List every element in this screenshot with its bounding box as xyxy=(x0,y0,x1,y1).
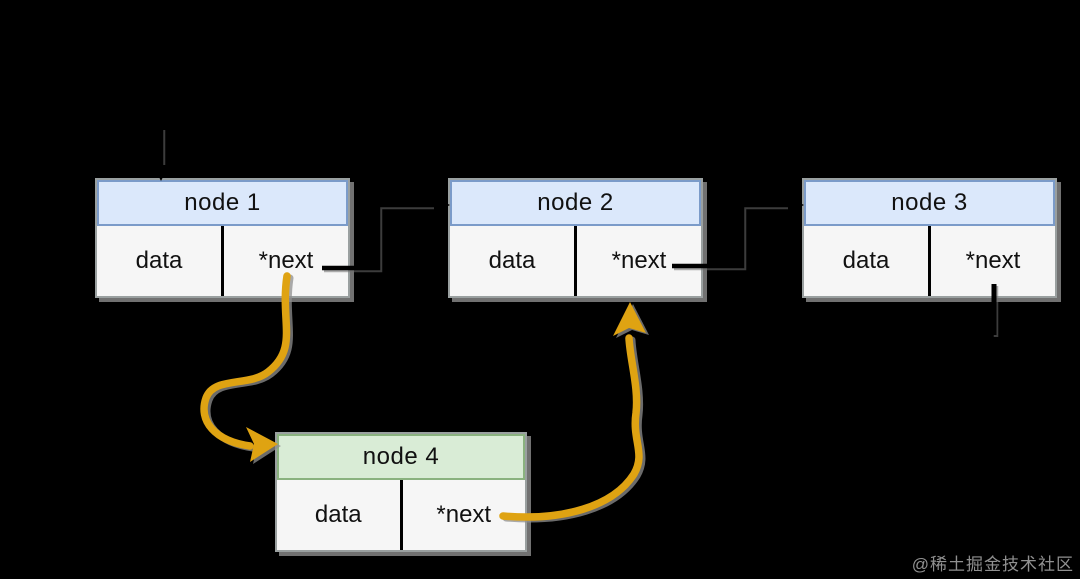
watermark: @稀土掘金技术社区 xyxy=(911,555,1074,574)
head-to-node1-arrow xyxy=(153,128,169,181)
node-2-next-cell: *next xyxy=(574,226,701,296)
node-4-header: node 4 xyxy=(277,434,525,480)
node-2-body: data *next xyxy=(450,226,701,296)
node-2: node 2 data *next xyxy=(448,178,703,298)
node-1-next-cell: *next xyxy=(221,226,348,296)
node-3-next-cell: *next xyxy=(928,226,1055,296)
node-3: node 3 data *next xyxy=(802,178,1057,298)
node-1-body: data *next xyxy=(97,226,348,296)
node-4: node 4 data *next xyxy=(275,432,527,552)
node-3-body: data *next xyxy=(804,226,1055,296)
node-1: node 1 data *next xyxy=(95,178,350,298)
node-4-body: data *next xyxy=(277,480,525,550)
node-2-data-cell: data xyxy=(488,247,536,274)
node-3-data-cell: data xyxy=(842,247,890,274)
node-2-header: node 2 xyxy=(450,180,701,226)
node-4-next-cell: *next xyxy=(399,480,526,550)
node-1-data-cell: data xyxy=(135,247,183,274)
node-1-header: node 1 xyxy=(97,180,348,226)
node-3-header: node 3 xyxy=(804,180,1055,226)
node-4-data-cell: data xyxy=(314,501,362,528)
